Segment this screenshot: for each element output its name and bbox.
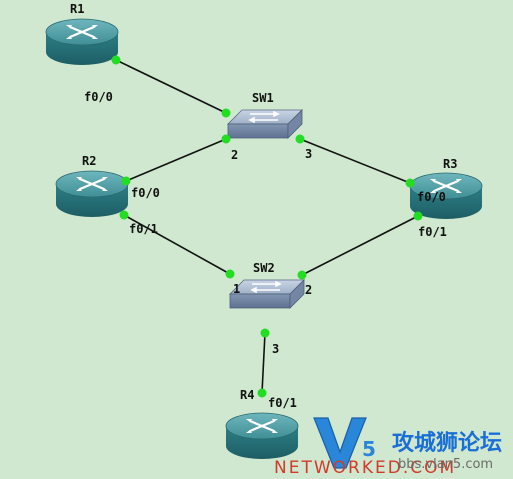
port-dot-sw1-p3 [295, 134, 305, 144]
device-label-r3: R3 [443, 157, 457, 171]
link-r2-sw2[interactable] [123, 214, 231, 275]
port-label-r2-f00: f0/0 [131, 186, 160, 200]
device-label-r2: R2 [82, 154, 96, 168]
port-dot-r4-f01 [257, 388, 267, 398]
link-r3-sw2[interactable] [301, 215, 419, 276]
port-label-sw2-p3: 3 [272, 342, 279, 356]
port-label-sw2-p2: 2 [305, 283, 312, 297]
switch-sw2[interactable] [229, 279, 305, 309]
link-r4-sw2[interactable] [261, 332, 266, 394]
port-label-sw1-p2: 2 [231, 148, 238, 162]
device-label-r4: R4 [240, 388, 254, 402]
switch-icon [229, 279, 305, 309]
port-label-sw1-p3: 3 [305, 147, 312, 161]
watermark-english-text: NETWORKED.COM [274, 458, 456, 478]
links [115, 59, 419, 394]
link-r1-sw1[interactable] [115, 59, 227, 114]
port-label-r1-f00: f0/0 [84, 90, 113, 104]
port-label-sw2-p1: 1 [233, 282, 240, 296]
router-icon [44, 17, 120, 67]
port-dot-sw1-r1 [221, 108, 231, 118]
port-dot-r3-f01 [413, 211, 423, 221]
watermark-chinese-text: 攻城狮论坛 [392, 430, 502, 456]
router-r2[interactable] [54, 169, 130, 219]
device-label-sw1: SW1 [252, 91, 274, 105]
v5-logo: 5 [313, 417, 376, 469]
port-dot-r2-f01 [119, 210, 129, 220]
device-label-sw2: SW2 [253, 261, 275, 275]
port-dot-sw2-p3 [260, 328, 270, 338]
link-r2-sw1[interactable] [125, 138, 227, 182]
watermark: 5 攻城狮论坛 NETWORKED.COM bbs.vlan5.com [274, 417, 502, 478]
watermark-url-text: bbs.vlan5.com [398, 457, 493, 472]
port-label-r3-f00: f0/0 [417, 190, 446, 204]
router-r4[interactable] [224, 411, 300, 461]
port-dot-sw2-p1 [225, 269, 235, 279]
router-icon [224, 411, 300, 461]
link-r3-sw1[interactable] [299, 138, 411, 184]
port-label-r2-f01: f0/1 [129, 222, 158, 236]
port-label-r3-f01: f0/1 [418, 225, 447, 239]
port-dot-r2-f00 [121, 176, 131, 186]
switch-sw1[interactable] [227, 109, 303, 139]
port-dots [111, 55, 423, 398]
port-dot-sw1-p2 [221, 134, 231, 144]
router-icon [54, 169, 130, 219]
device-label-r1: R1 [70, 2, 84, 16]
switch-icon [227, 109, 303, 139]
port-dot-sw2-p2 [297, 270, 307, 280]
svg-text:5: 5 [362, 437, 376, 461]
router-r1[interactable] [44, 17, 120, 67]
port-dot-r1-f00 [111, 55, 121, 65]
port-label-r4-f01: f0/1 [268, 396, 297, 410]
port-dot-r3-f00 [405, 178, 415, 188]
